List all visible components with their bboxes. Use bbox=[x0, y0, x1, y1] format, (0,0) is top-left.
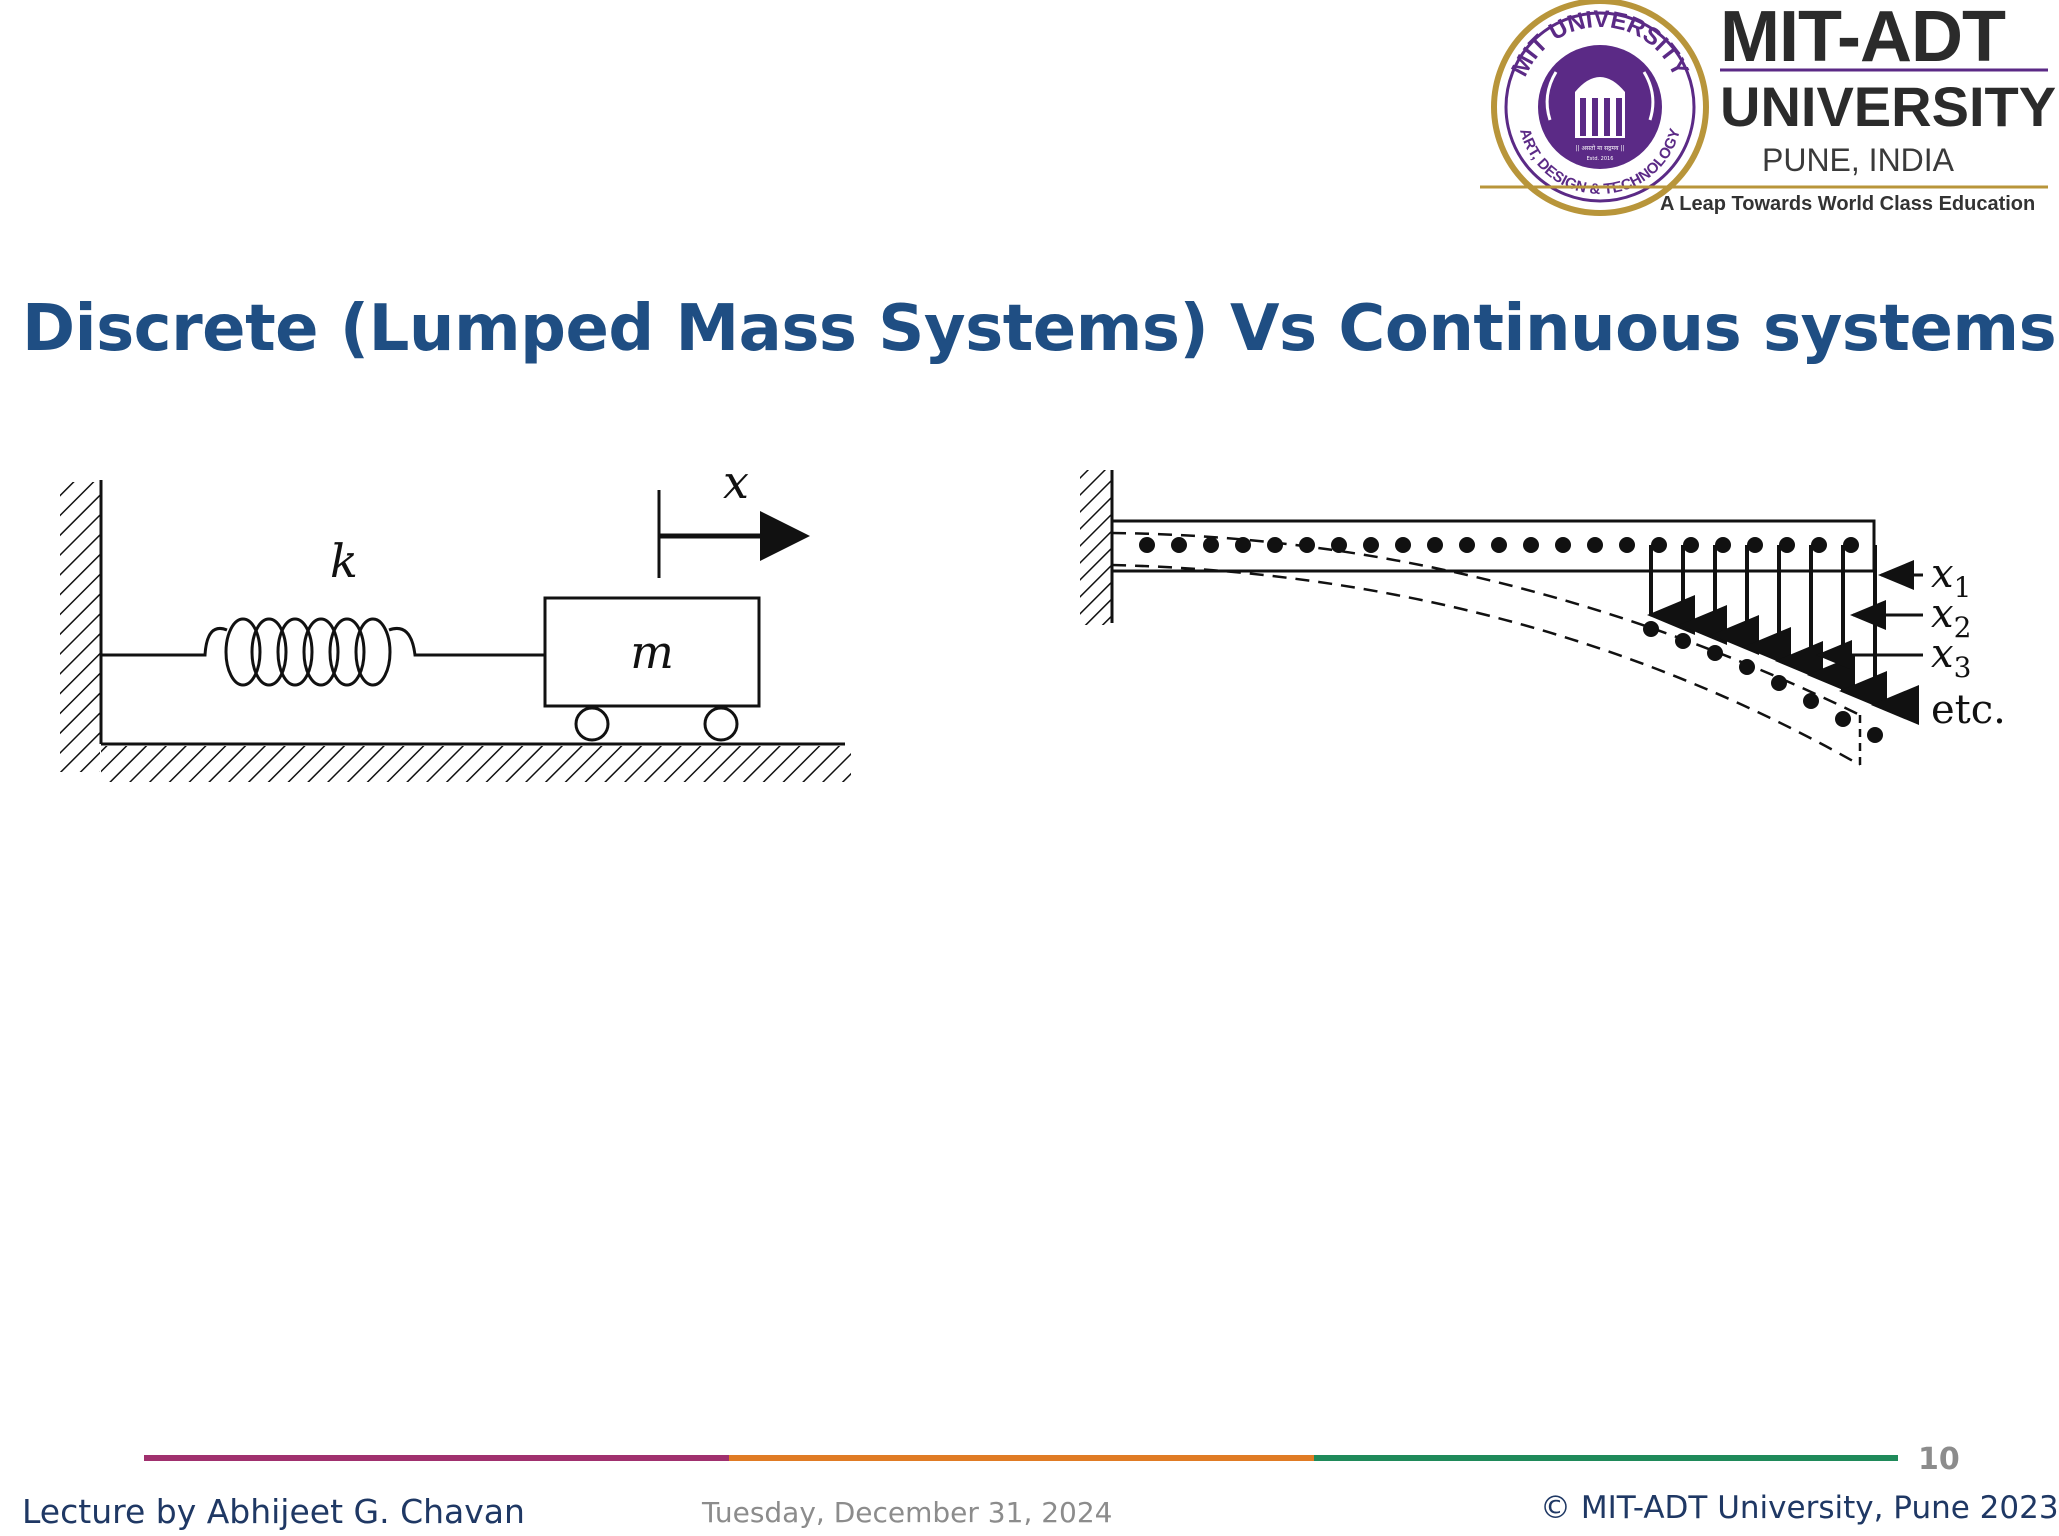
cantilever-wall-hatching bbox=[1080, 470, 1112, 625]
mass-block bbox=[543, 596, 761, 708]
brand-subtitle: UNIVERSITY bbox=[1720, 75, 2057, 138]
logo-emblem: MIT UNIVERSITY ART, DESIGN & TECHNOLOGY … bbox=[1491, 0, 1709, 216]
mass-wheel-right bbox=[703, 706, 739, 742]
ground-hatching bbox=[101, 746, 851, 782]
label-x2: x2 bbox=[1931, 591, 1971, 644]
footer-bar-segment-3 bbox=[1314, 1455, 1898, 1461]
continuous-system-figure: x1 x2 x3 etc. bbox=[1080, 470, 2006, 767]
slide-title: Discrete (Lumped Mass Systems) Vs Contin… bbox=[22, 292, 2057, 366]
emblem-estd: Estd. 2016 bbox=[1587, 156, 1614, 162]
displaced-masses bbox=[1643, 621, 1883, 743]
brand-tagline: A Leap Towards World Class Education bbox=[1660, 193, 2036, 215]
wall-hatching bbox=[60, 482, 100, 772]
mass-wheel-left bbox=[574, 706, 610, 742]
discrete-system-figure: k m x bbox=[60, 455, 851, 782]
displacement-arrows bbox=[1647, 545, 1919, 725]
footer-bar-segment-2 bbox=[729, 1455, 1314, 1461]
spring bbox=[101, 617, 545, 687]
label-x1: x1 bbox=[1931, 551, 1971, 604]
university-logo: MIT UNIVERSITY ART, DESIGN & TECHNOLOGY … bbox=[1480, 0, 2048, 216]
brand-location: PUNE, INDIA bbox=[1761, 142, 1955, 178]
label-etc: etc. bbox=[1931, 687, 2006, 733]
footer-date: Tuesday, December 31, 2024 bbox=[702, 1496, 1113, 1529]
lumped-masses bbox=[1139, 537, 1859, 553]
label-pointers bbox=[1816, 560, 1923, 670]
footer-copyright: © MIT-ADT University, Pune 2023 bbox=[1540, 1490, 2059, 1526]
footer-color-bar bbox=[144, 1455, 1898, 1461]
spring-label: k bbox=[330, 534, 358, 588]
displacement-label: x bbox=[723, 455, 749, 509]
emblem-motto: || असतो मा सद्गमय || bbox=[1576, 144, 1625, 152]
mass-label: m bbox=[630, 625, 674, 679]
footer-lecturer: Lecture by Abhijeet G. Chavan bbox=[22, 1492, 525, 1531]
page-number: 10 bbox=[1918, 1442, 1960, 1477]
footer-bar-segment-1 bbox=[144, 1455, 729, 1461]
label-x3: x3 bbox=[1931, 631, 1971, 684]
deflected-shape-lower bbox=[1111, 563, 1861, 767]
brand-title: MIT-ADT bbox=[1720, 0, 2006, 77]
